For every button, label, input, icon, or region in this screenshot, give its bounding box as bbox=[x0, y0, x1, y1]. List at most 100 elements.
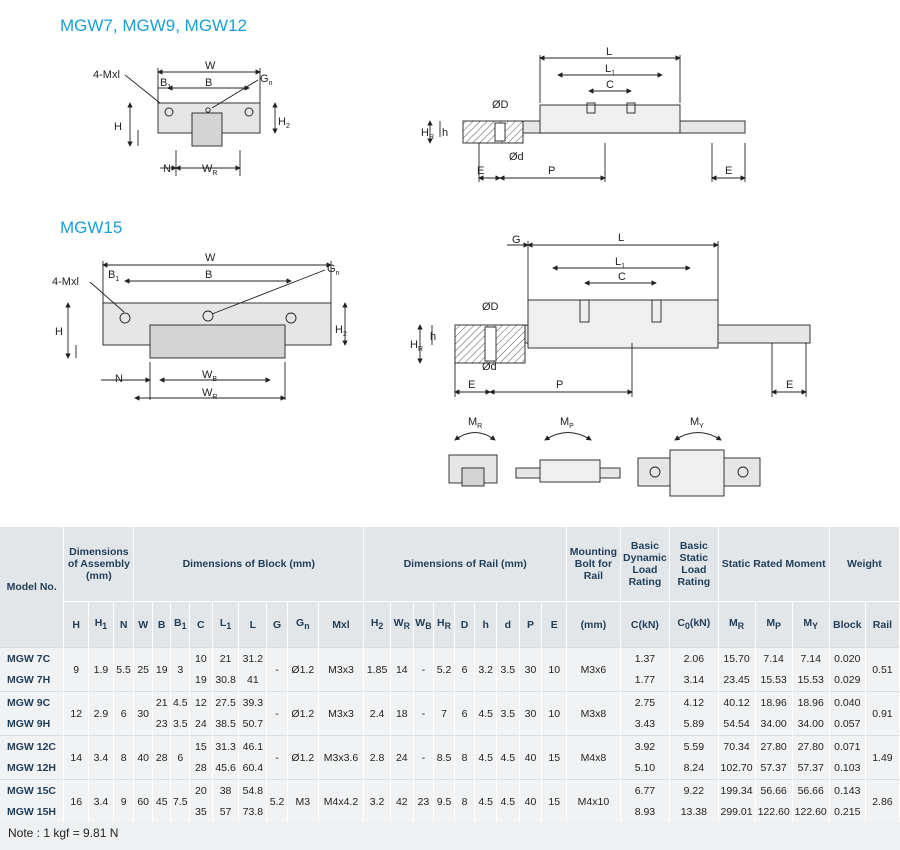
cell-dyn: 6.77 bbox=[620, 779, 671, 802]
cell-L: 31.2 bbox=[238, 647, 268, 670]
cell-Mxl: M3x3 bbox=[318, 691, 365, 736]
svg-text:L1: L1 bbox=[615, 256, 625, 270]
title-mgw15: MGW15 bbox=[60, 218, 123, 237]
cell-B: 45 bbox=[152, 779, 172, 823]
cell-my: 56.66 bbox=[792, 779, 830, 802]
hdr-bolt: Mounting Bolt for Rail bbox=[566, 527, 621, 602]
cell-Gn: M3 bbox=[287, 779, 319, 823]
cell-W: 60 bbox=[133, 779, 153, 823]
svg-text:P: P bbox=[548, 165, 555, 177]
model-cell: MGW 15H bbox=[0, 801, 65, 823]
cell-mr: 299.01 bbox=[718, 801, 756, 823]
model-cell: MGW 12C bbox=[0, 735, 65, 758]
cell-h: 3.2 bbox=[474, 647, 498, 692]
cell-stat: 3.14 bbox=[669, 669, 719, 692]
cell-C: 20 bbox=[189, 779, 213, 802]
cell-D: 8 bbox=[454, 735, 476, 780]
cell-my: 57.37 bbox=[792, 757, 830, 780]
hdr-moment: Static Rated Moment bbox=[718, 527, 830, 602]
cell-mr: 199.34 bbox=[718, 779, 756, 802]
cell-Mxl: M4x4.2 bbox=[318, 779, 365, 823]
svg-text:P: P bbox=[556, 379, 563, 391]
svg-text:HR: HR bbox=[410, 339, 423, 353]
cell-d: 4.5 bbox=[496, 779, 520, 823]
cell-L1: 30.8 bbox=[212, 669, 240, 692]
cell-L1: 21 bbox=[212, 647, 240, 670]
cell-mr: 40.12 bbox=[718, 691, 756, 714]
cell-d: 3.5 bbox=[496, 647, 520, 692]
cell-L: 46.1 bbox=[238, 735, 268, 758]
cell-my: 15.53 bbox=[792, 669, 830, 692]
hdr-dyn: Basic Dynamic Load Rating bbox=[620, 527, 671, 602]
svg-text:N: N bbox=[115, 373, 123, 385]
cell-Gn: Ø1.2 bbox=[287, 691, 319, 736]
cell-Gn: Ø1.2 bbox=[287, 735, 319, 780]
cell-mp: 18.96 bbox=[755, 691, 793, 714]
cell-mp: 15.53 bbox=[755, 669, 793, 692]
cell-stat: 5.59 bbox=[669, 735, 719, 758]
cell-B1: 3.5 bbox=[170, 713, 191, 736]
drawing-labels: W B B1 4-Mxl Gn H H2 N WR L L1 C ØD Ød H… bbox=[52, 46, 793, 430]
svg-text:ØD: ØD bbox=[492, 99, 509, 111]
svg-text:MR: MR bbox=[468, 416, 482, 430]
cell-H: 16 bbox=[63, 779, 90, 823]
cell-stat: 13.38 bbox=[669, 801, 719, 823]
cell-wb: 0.103 bbox=[829, 757, 866, 780]
side-view-small bbox=[427, 55, 746, 182]
cell-my: 34.00 bbox=[792, 713, 830, 736]
cell-H: 12 bbox=[63, 691, 90, 736]
cell-WR: 14 bbox=[390, 647, 414, 692]
svg-text:MY: MY bbox=[690, 416, 704, 430]
cell-W: 40 bbox=[133, 735, 153, 780]
svg-text:Gn: Gn bbox=[260, 73, 273, 87]
cell-B: 21 bbox=[152, 691, 172, 714]
cell-WB: - bbox=[413, 691, 435, 736]
model-cell: MGW 7H bbox=[0, 669, 65, 692]
svg-text:ØD: ØD bbox=[482, 301, 499, 313]
svg-text:4-Mxl: 4-Mxl bbox=[93, 69, 120, 81]
hdr-weight: Weight bbox=[829, 527, 900, 602]
svg-text:4-Mxl: 4-Mxl bbox=[52, 276, 79, 288]
cell-bolt: M3x8 bbox=[566, 691, 621, 736]
cell-N: 6 bbox=[113, 691, 135, 736]
cell-L1: 27.5 bbox=[212, 691, 240, 714]
cell-stat: 9.22 bbox=[669, 779, 719, 802]
cell-B1: 6 bbox=[170, 735, 191, 780]
cell-H2: 2.8 bbox=[363, 735, 391, 780]
cell-HR: 9.5 bbox=[433, 779, 455, 823]
model-cell: MGW 7C bbox=[0, 647, 65, 670]
svg-text:G: G bbox=[512, 234, 521, 246]
cell-WB: - bbox=[413, 735, 435, 780]
svg-text:W: W bbox=[205, 60, 216, 72]
cell-L1: 38 bbox=[212, 779, 240, 802]
hdr-block: Dimensions of Block (mm) bbox=[133, 527, 365, 602]
cell-G: - bbox=[266, 735, 288, 780]
cell-Gn: Ø1.2 bbox=[287, 647, 319, 692]
cell-C: 19 bbox=[189, 669, 213, 692]
svg-text:B: B bbox=[205, 269, 212, 281]
cell-stat: 2.06 bbox=[669, 647, 719, 670]
cell-Mxl: M3x3 bbox=[318, 647, 365, 692]
cell-L: 60.4 bbox=[238, 757, 268, 780]
cell-L1: 45.6 bbox=[212, 757, 240, 780]
cell-stat: 8.24 bbox=[669, 757, 719, 780]
cell-L1: 31.3 bbox=[212, 735, 240, 758]
cell-C: 35 bbox=[189, 801, 213, 823]
model-cell: MGW 12H bbox=[0, 757, 65, 780]
technical-drawings: W B B1 4-Mxl Gn H H2 N WR L L1 C ØD Ød H… bbox=[52, 46, 811, 497]
cell-dyn: 5.10 bbox=[620, 757, 671, 780]
cell-C: 15 bbox=[189, 735, 213, 758]
side-view-mgw15 bbox=[417, 241, 811, 397]
svg-text:WB: WB bbox=[202, 369, 217, 383]
cell-B1: 4.5 bbox=[170, 691, 191, 714]
cell-dyn: 1.77 bbox=[620, 669, 671, 692]
cell-L: 73.8 bbox=[238, 801, 268, 823]
cell-wb: 0.143 bbox=[829, 779, 866, 802]
cell-E: 15 bbox=[541, 779, 568, 823]
cell-mr: 54.54 bbox=[718, 713, 756, 736]
cell-D: 6 bbox=[454, 691, 476, 736]
